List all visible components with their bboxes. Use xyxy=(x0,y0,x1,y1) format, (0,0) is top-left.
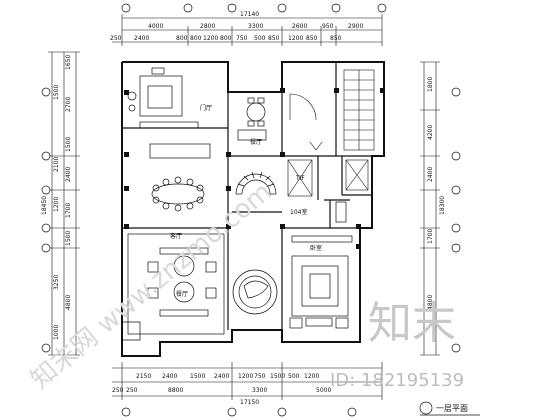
top-dim: 1200 xyxy=(288,35,303,42)
room-label-living: 客厅 xyxy=(170,232,182,240)
top-dim: 500 xyxy=(254,35,266,42)
top-overall-dim: 17140 xyxy=(240,11,259,18)
bottom-row1-dims: 2150 2400 1500 2400 1200 750 1500 500 12… xyxy=(136,373,319,380)
right-dim: 4200 xyxy=(427,125,434,140)
top-dim: 250 xyxy=(110,35,122,42)
watermark-id: ID: 182195139 xyxy=(330,370,464,391)
interior-walls xyxy=(122,62,372,342)
top-left-room-furniture xyxy=(127,67,199,129)
room-label-small: 餐厅 xyxy=(250,138,262,146)
room-label-bedroom: 卧室 xyxy=(310,244,322,252)
bedroom-furniture xyxy=(289,201,353,329)
right-dim: 2400 xyxy=(427,167,434,182)
left-dim: 1650 xyxy=(65,55,72,70)
bottom-dim: 8800 xyxy=(168,387,183,394)
elevator-shafts xyxy=(287,159,369,197)
top-dim: 800 xyxy=(220,35,232,42)
bottom-dim: 250 xyxy=(126,387,138,394)
left-dim: 1500 xyxy=(65,137,72,152)
top-dim: 2900 xyxy=(348,23,363,30)
bottom-dim: 250 xyxy=(112,387,124,394)
left-dim: 3250 xyxy=(53,275,60,290)
left-dim: 1500 xyxy=(65,231,72,246)
right-axis-bubbles xyxy=(451,87,461,353)
right-dim: 1700 xyxy=(427,229,434,244)
bottom-dim: 1500 xyxy=(270,373,285,380)
left-axis-bubbles xyxy=(41,87,51,353)
straight-stair xyxy=(343,69,375,151)
top-dim: 2400 xyxy=(134,35,149,42)
bottom-dim: 1500 xyxy=(190,373,205,380)
top-dim: 850 xyxy=(306,35,318,42)
top-dim: 800 xyxy=(176,35,188,42)
top-row2-dims: 250 2400 800 800 1200 800 750 500 850 12… xyxy=(110,35,342,42)
dining-table xyxy=(149,143,211,212)
top-dim: 850 xyxy=(268,35,280,42)
left-outer-dims: 1650 2700 1500 2400 1700 1500 4800 xyxy=(65,55,72,310)
bottom-row2-dims: 250 250 8800 3300 5000 xyxy=(112,387,331,394)
bottom-dim: 2400 xyxy=(214,373,229,380)
left-overall-dim: 18450 xyxy=(41,196,48,215)
left-dim: 2400 xyxy=(65,167,72,182)
top-dim: 950 xyxy=(322,23,334,30)
right-dimension-lines xyxy=(420,61,440,356)
structural-columns xyxy=(124,88,385,249)
watermark-brand: 知末 xyxy=(368,298,456,349)
left-dim: 1000 xyxy=(53,325,60,340)
top-dim: 800 xyxy=(190,35,202,42)
bottom-dim: 5000 xyxy=(316,387,331,394)
drawing-title-block: 一层平面 xyxy=(419,401,480,416)
top-dim: 2600 xyxy=(292,23,307,30)
bottom-dim: 2400 xyxy=(162,373,177,380)
left-dim: 4800 xyxy=(65,295,72,310)
left-inner-dims: 1500 2100 1200 3250 1000 xyxy=(53,85,60,340)
right-overall-dim: 18300 xyxy=(439,196,446,215)
top-dim: 850 xyxy=(330,35,342,42)
bottom-dim: 1200 xyxy=(238,373,253,380)
bottom-axis-bubbles xyxy=(121,407,357,417)
right-outer-dims: 1800 4200 2400 1700 4800 xyxy=(427,77,434,310)
bottom-dim: 750 xyxy=(254,373,266,380)
bottom-dim: 3300 xyxy=(252,387,267,394)
drawing-title: 一层平面 xyxy=(436,404,468,413)
top-dim: 3300 xyxy=(248,23,263,30)
stair-tag-label: TIF xyxy=(295,175,305,182)
left-dim: 1700 xyxy=(65,203,72,218)
room-label-hall: 门厅 xyxy=(200,104,212,112)
watermark-diagonal: 知末网 www.znzmo.com xyxy=(25,177,277,396)
bottom-dim: 2150 xyxy=(136,373,151,380)
living-room-furniture xyxy=(121,233,225,341)
entrance-door xyxy=(289,93,323,151)
top-dim: 1200 xyxy=(203,35,218,42)
bottom-dim: 1200 xyxy=(304,373,319,380)
right-dim: 1800 xyxy=(427,77,434,92)
study-room-furniture xyxy=(237,97,267,141)
bottom-dimension-lines xyxy=(112,362,383,400)
left-dim: 2700 xyxy=(65,97,72,112)
top-dim: 2800 xyxy=(200,23,215,30)
left-dim: 1200 xyxy=(53,197,60,212)
room-label-104: 104室 xyxy=(290,208,307,216)
round-rug xyxy=(232,269,278,315)
top-dim: 750 xyxy=(236,35,248,42)
bottom-overall-dim: 17150 xyxy=(240,399,259,406)
top-dimension-lines xyxy=(112,14,383,46)
left-dim: 2100 xyxy=(53,157,60,172)
top-row1-dims: 4000 2800 3300 2600 950 2900 xyxy=(148,23,363,30)
top-axis-bubbles xyxy=(121,3,387,13)
right-dim: 4800 xyxy=(427,295,434,310)
left-dim: 1500 xyxy=(53,85,60,100)
room-label-dining: 餐厅 xyxy=(176,290,188,298)
spiral-stair xyxy=(235,171,277,195)
bottom-dim: 500 xyxy=(288,373,300,380)
top-dim: 4000 xyxy=(148,23,163,30)
left-dimension-lines xyxy=(48,51,80,356)
